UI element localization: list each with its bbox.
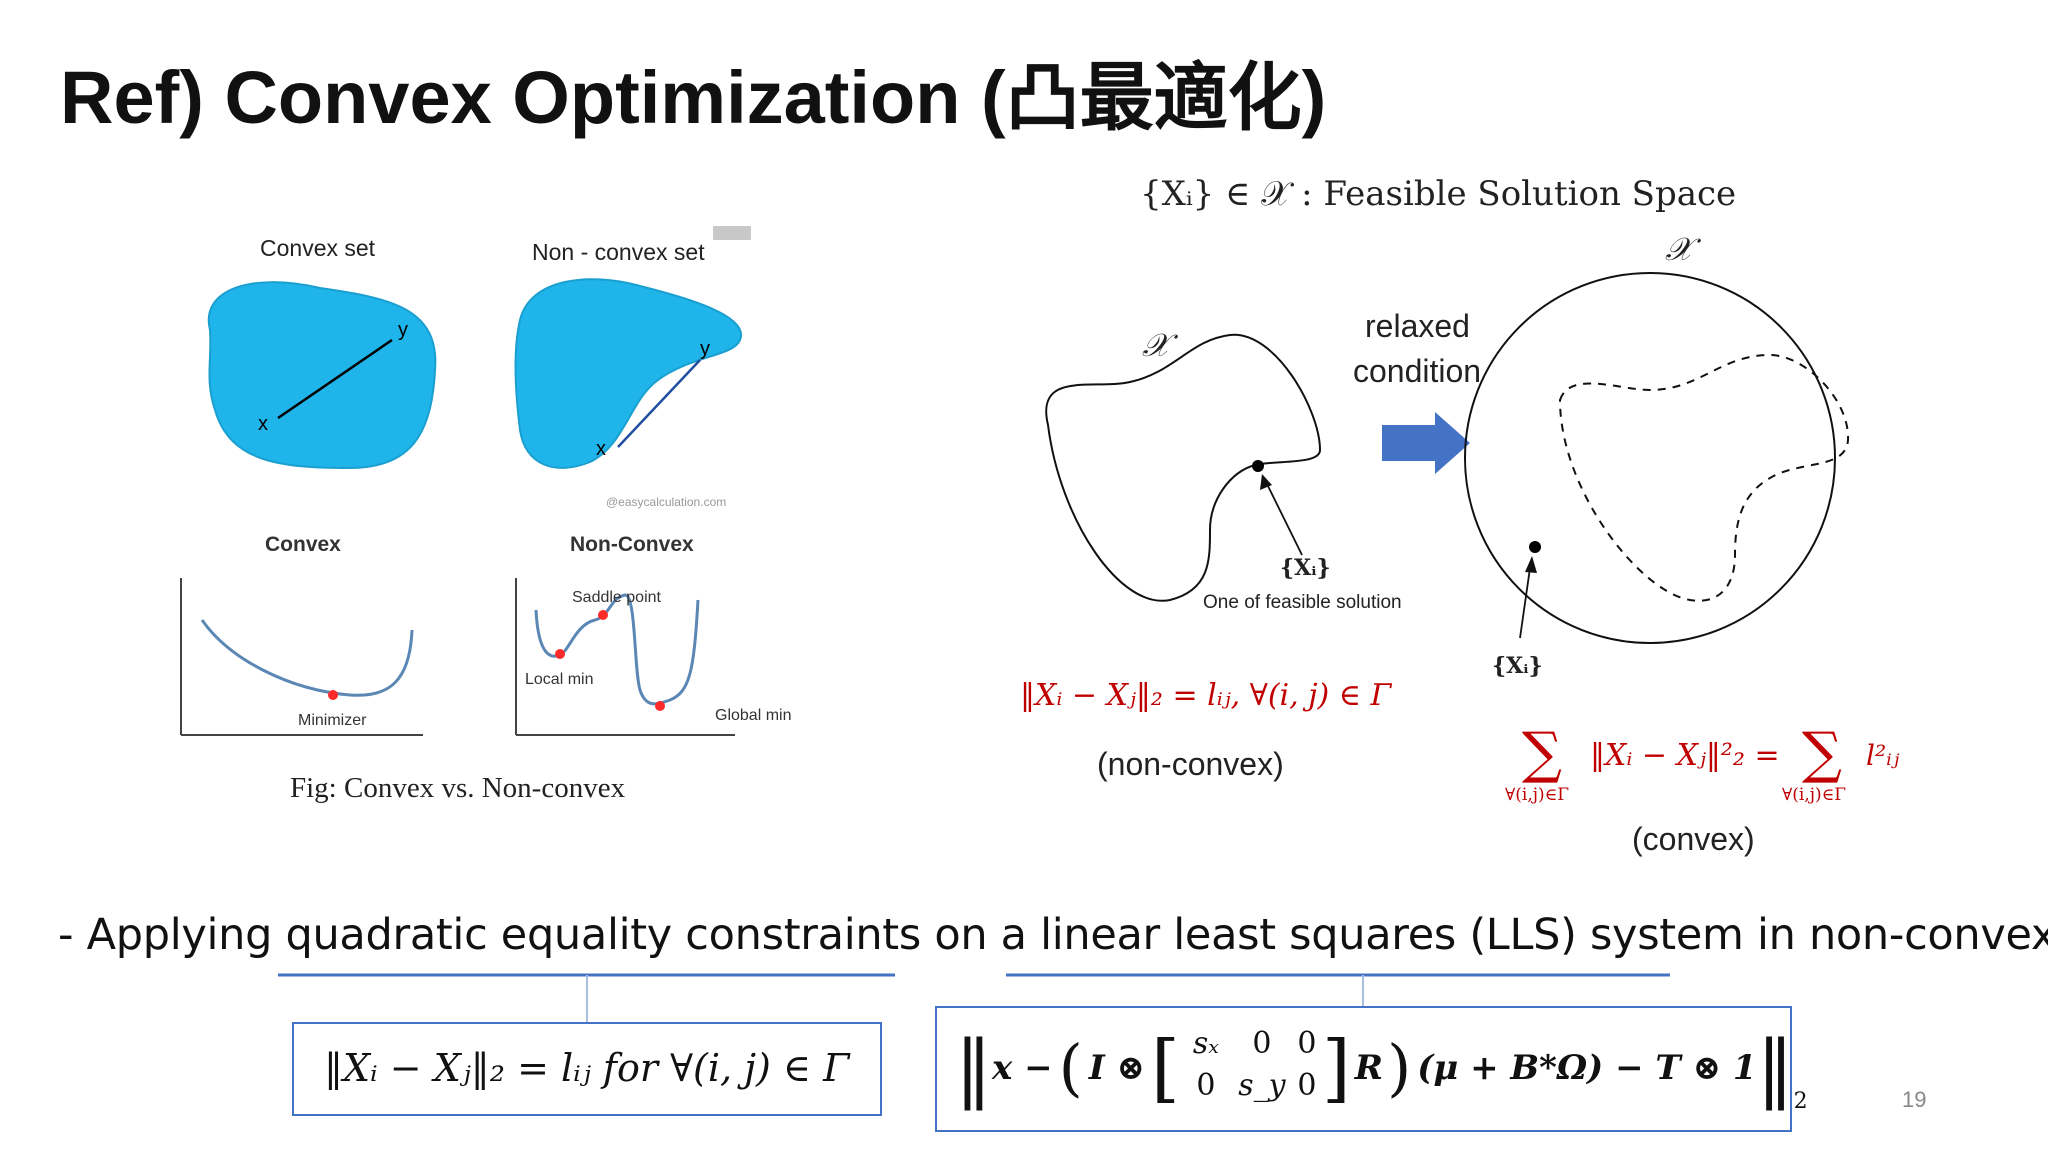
matrix-12: 0 [1252,1026,1272,1061]
local-min-label: Local min [525,671,593,688]
nonconvex-region [1045,333,1322,602]
relaxed-region-dashed [1558,353,1850,602]
feasible-point-right [1529,541,1541,553]
feasible-point-label-left: {Xᵢ} [1280,555,1331,581]
convex-hull-circle [1464,272,1836,644]
nonconvex-point-y: y [700,338,710,360]
feasible-point-label-right: {Xᵢ} [1492,653,1543,679]
nonconvex-segment [617,359,701,448]
bracket-open: [ [1151,1025,1180,1111]
equation-right-x: x − [992,1048,1053,1088]
matrix-11: sₓ [1192,1026,1219,1061]
equation-right: ‖ x − ( I ⊗ [ sₓ 0 0 0 s_y 0 ] R ) (μ + … [955,1018,1808,1118]
convex-set-shape [207,281,437,470]
convex-equation-rhs: l²ᵢⱼ [1866,739,1900,772]
matrix: sₓ 0 0 0 s_y 0 [1180,1026,1322,1110]
feasible-point-arrowhead-right [1525,556,1537,573]
matrix-23: 0 [1297,1068,1317,1103]
watermark-badge [713,226,751,240]
convex-nonconvex-figure: Convex set Non - convex set x y x y @eas… [180,226,791,736]
nonconvex-plot-label: Non-Convex [570,533,694,556]
equation-left: ‖Xᵢ − Xⱼ‖₂ = lᵢⱼ for ∀(i, j) ∈ Γ [324,1046,850,1090]
convex-plot-label: Convex [265,533,341,556]
slide-title: Ref) Convex Optimization (凸最適化) [60,56,1327,139]
equation-box-left: ‖Xᵢ − Xⱼ‖₂ = lᵢⱼ for ∀(i, j) ∈ Γ [292,1022,882,1116]
bullet-text: - Applying quadratic equality constraint… [58,910,2048,960]
minimizer-point [328,690,338,700]
convex-set-label: Convex set [260,235,376,261]
global-min-label: Global min [715,707,791,724]
saddle-point [598,610,608,620]
norm-close: ‖ [1756,1025,1794,1111]
nonconvex-point-x: x [596,438,606,460]
convex-point-x: x [258,413,268,435]
norm-subscript: 2 [1793,1089,1808,1114]
equation-right-r: R [1354,1048,1384,1088]
page-number: 19 [1902,1087,1927,1112]
nonconvex-equation: ‖Xᵢ − Xⱼ‖₂ = lᵢⱼ, ∀(i, j) ∈ Γ [1020,678,1393,713]
local-min-point [555,649,565,659]
feasible-point-arrow-right [1519,567,1531,639]
norm-open: ‖ [955,1025,992,1111]
sum-index-left: ∀(i,j)∈Γ [1505,785,1569,805]
sum-index-right: ∀(i,j)∈Γ [1782,785,1846,805]
bracket-close: ] [1321,1025,1351,1111]
sum-symbol-left: ∑ [1522,721,1562,786]
nonconvex-set-shape [514,278,743,469]
feasible-solution-label: One of feasible solution [1203,592,1402,613]
feasible-space-figure: {Xᵢ} ∈ 𝒳 : Feasible Solution Space 𝒳 𝒳 {… [1020,174,1900,857]
sum-symbol-right: ∑ [1802,721,1842,786]
feasible-point-arrowhead [1260,474,1272,490]
convex-equation-lhs: ‖Xᵢ − Xⱼ‖²₂ = [1590,738,1780,773]
feasible-space-header: {Xᵢ} ∈ 𝒳 : Feasible Solution Space [1140,174,1736,214]
convex-point-y: y [398,319,408,341]
watermark: @easycalculation.com [606,495,726,509]
feasible-point-left [1252,460,1264,472]
convex-segment [277,338,393,420]
matrix-13: 0 [1297,1026,1317,1061]
saddle-point-label: Saddle point [572,589,662,606]
equation-right-i: I ⊗ [1088,1048,1146,1088]
paren-open: ( [1058,1031,1083,1104]
minimizer-label: Minimizer [298,712,367,729]
relaxed-label: relaxed [1365,308,1470,344]
nonconvex-label: (non-convex) [1097,746,1284,782]
relaxed-arrow [1382,412,1470,474]
figure-caption: Fig: Convex vs. Non-convex [290,772,626,804]
equation-box-right: ‖ x − ( I ⊗ [ sₓ 0 0 0 s_y 0 ] R ) (μ + … [935,1006,1808,1132]
paren-close: ) [1387,1031,1412,1104]
convex-label: (convex) [1632,821,1755,857]
equation-right-tail: (μ + B*Ω) − T ⊗ 1 [1417,1048,1757,1088]
matrix-21: 0 [1196,1068,1216,1103]
feasible-point-arrow [1265,481,1303,556]
convex-curve [200,619,414,697]
nonconvex-set-label: Non - convex set [532,239,705,265]
matrix-22: s_y [1238,1068,1286,1103]
global-min-point [655,701,665,711]
condition-label: condition [1353,353,1481,389]
